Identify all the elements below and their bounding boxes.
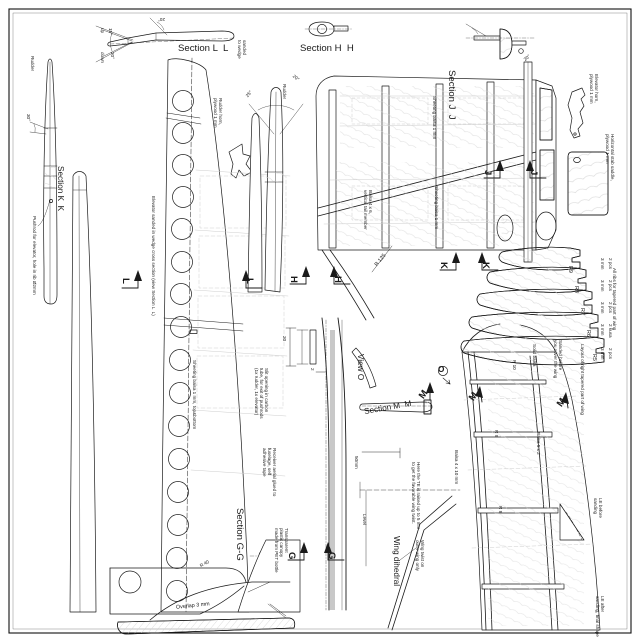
note-stab-saddle: Horizontal stab saddle, plywood 1 mm [605,134,615,181]
note-sanded-to-wedge: sanded to wedge [237,40,247,59]
rib-thickness-R6: 3 mm [600,324,605,336]
note-le-after: LE after sanding, final shape [595,596,605,637]
rib-thickness-R8: 3 mm [600,280,605,292]
note-all-ribs: All ribs for tapered part of wing [612,268,617,331]
callout-o: O [438,365,445,374]
callout-j-left: J [482,170,493,176]
callout-k-right: K [480,262,491,269]
callout-k-left: K [438,262,449,269]
wing-rib-R8: R 8 [498,506,503,514]
note-pushrod-elevator: Pushrod for elevator, hole in rib Ø2mm [32,216,37,295]
section-k-k-title: Section K K [56,166,65,212]
note-balsa-4x10: Balsa 4 x 10 mm [454,450,459,485]
rib-id-R8: R8 [573,286,579,293]
dim-2: 2 [310,368,315,371]
section-g-g-title: Section G-G [234,508,245,561]
dim-20-linear: 20 [282,336,287,342]
note-solid-balsa: Solid balsa [532,344,537,367]
note-elevator-wedge: Elevator sanded in wedge cross section (… [151,196,156,316]
dim-20-up: 20° [110,52,115,59]
note-sheeting-top: Sheeting balsa 1 mm [432,96,437,140]
callout-h-left: H [288,276,299,283]
section-j-j-title: Section J J [446,70,457,120]
rib-id-R6: R6 [585,330,591,337]
callout-j-right: J [528,170,539,176]
dim-15-down: 15° [108,28,113,35]
dim-50mm: 50mm [354,456,359,469]
label-rudder: Rudder [282,84,287,100]
note-slit-opening: Slit opening in carbon tube, for exit of… [254,368,269,419]
rib-id-R5: R5 [591,354,597,361]
section-h-h-title: Section H H [300,43,354,54]
dim-up: up [100,28,105,34]
callout-g-right: G [326,552,337,560]
callout-l-right: L [244,278,255,284]
note-rudder-horn: Rudder horn, plywood 1 mm [213,98,223,128]
rib-thickness-R9: 3 mm [600,258,605,270]
callout-h-right: H [332,276,343,283]
note-canopy: Transparent plastic canopy made from PET… [274,528,289,573]
note-sheeting-mid: Sheeting balsa 1 mm [434,186,439,230]
note-wing-twist: Wing twist on outer wing only [415,540,425,571]
callout-l-left: L [120,278,131,284]
note-elevator-horn: Elevator horn, plywood 1 mm [589,74,599,104]
note-vertical-member: Balsa 4 x 6, vertical tail member [363,190,373,230]
section-l-l-title: Section L L [178,43,229,54]
note-level: Level [362,514,367,525]
rib-qty-R5: 2 pcs [608,348,613,359]
note-wing-dihedral: Wing dihedral [392,536,401,587]
wing-rib-R10: R 10 [512,360,517,370]
note-sanded-before-cover: Sanded before you cover the wing [553,340,563,379]
rib-thickness-R7: 3 mm [600,302,605,314]
label-rudder-k: Rudder [30,56,35,72]
note-layout-right-wing: Layout of right tapered part of wing [580,344,585,415]
rib-id-R9: R9 [567,266,573,273]
callout-g-left: G [286,552,297,560]
dim-down: down [100,52,105,63]
note-te-raised: Here the TE is raised up to 5 mm to get … [411,462,421,530]
rib-thickness-R5: 3 mm [600,348,605,360]
dim-30-deg: 30° [26,114,31,121]
rib-id-R7: R7 [579,308,585,315]
rib-qty-R9: 2 pcs [608,258,613,269]
dim-20-deg-l: 20° [158,16,165,22]
rib-qty-R6: 2 kusa [608,324,613,338]
rib-qty-R8: 2 pcs [608,280,613,291]
note-receiver-aerial: Receiver aerial glued to fuselage, self … [262,448,277,497]
note-sheeting-bottom: Sheeting balsa 1 mm, top&bottom [192,360,197,430]
note-balsa-5x2: Balsa 5 x 2 [536,432,541,455]
note-le-before: LE before sanding [593,498,603,518]
view-o-title: View O [356,354,365,381]
wing-rib-R9: R 9 [494,430,499,438]
rib-qty-R7: 2 pcs [608,302,613,313]
